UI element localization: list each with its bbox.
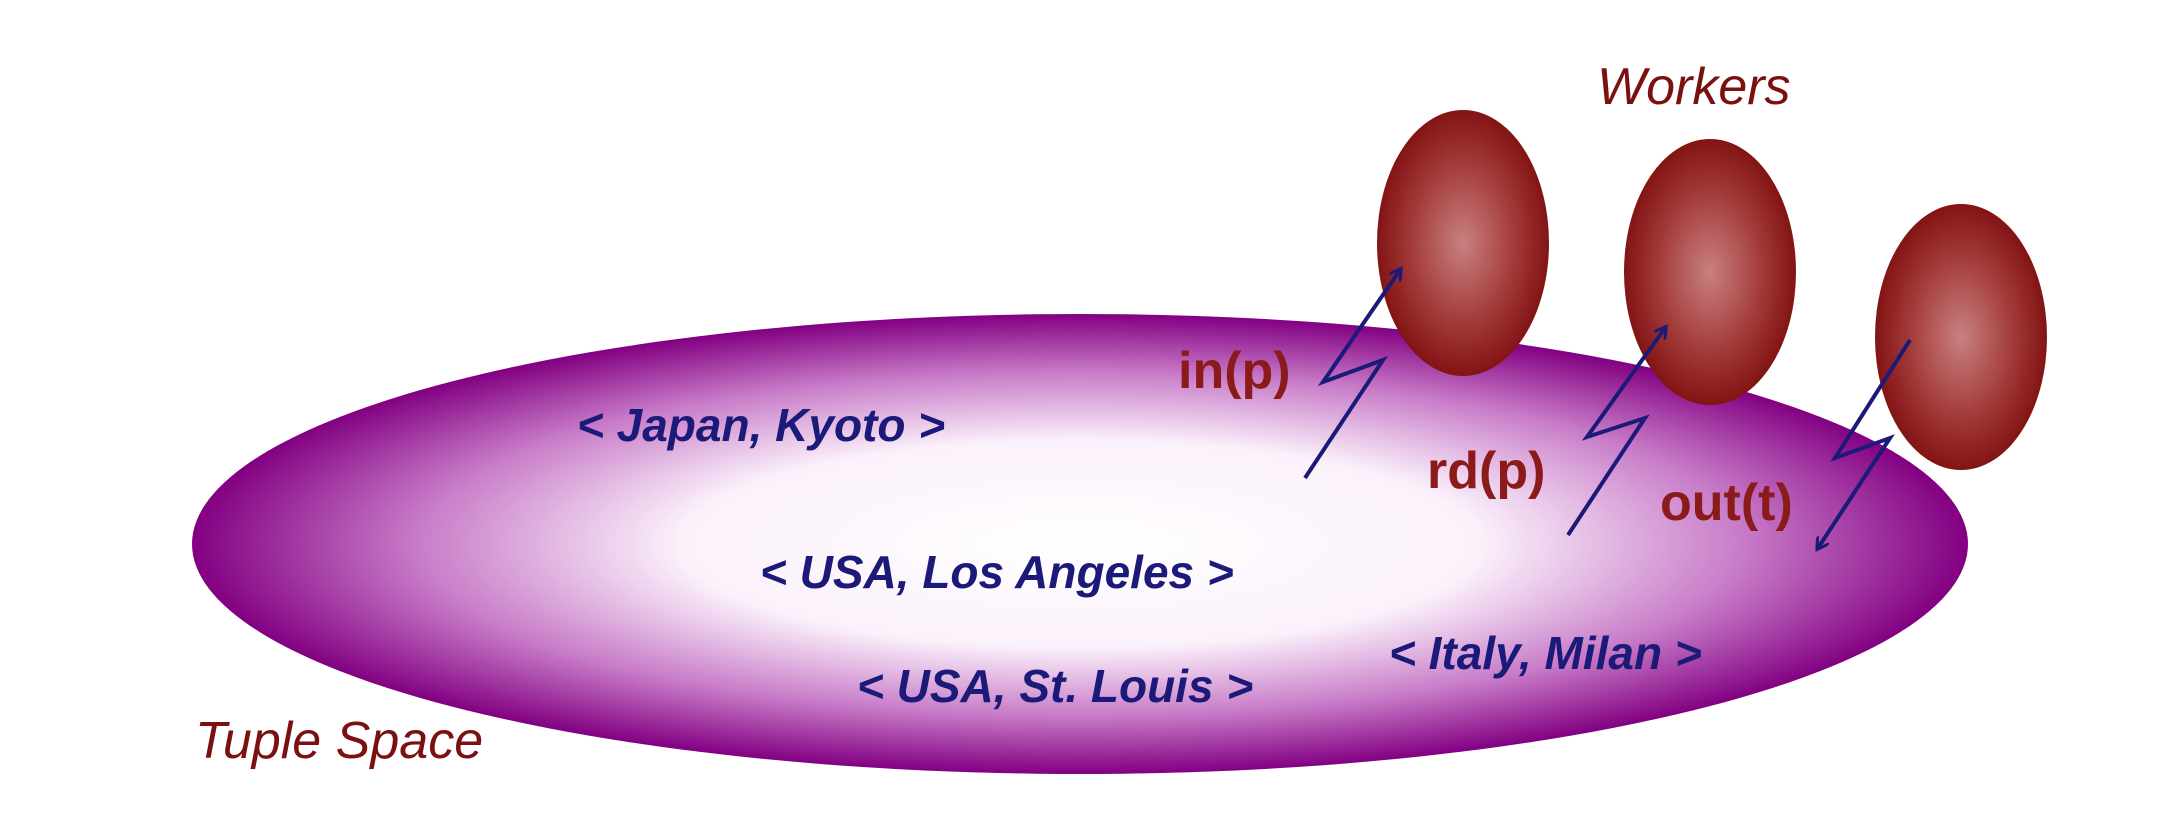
worker-1 (1377, 110, 1549, 376)
rd-operation-label: rd(p) (1427, 442, 1545, 500)
workers-caption: Workers (1597, 58, 1791, 116)
out-operation-label: out(t) (1660, 474, 1793, 532)
tuple-italy-milan: < Italy, Milan > (1389, 627, 1702, 679)
worker-3 (1875, 204, 2047, 470)
tuple-japan-kyoto: < Japan, Kyoto > (577, 399, 945, 451)
out-arrow (1818, 338, 1912, 548)
rd-arrow (1566, 328, 1665, 537)
tuple-space-caption: Tuple Space (195, 712, 483, 770)
in-operation-label: in(p) (1178, 342, 1291, 400)
in-arrow (1303, 270, 1400, 480)
tuple-usa-st-louis: < USA, St. Louis > (857, 660, 1253, 712)
tuple-space-ellipse (192, 314, 1968, 774)
tuple-usa-los-angeles: < USA, Los Angeles > (760, 546, 1234, 598)
worker-2 (1624, 139, 1796, 405)
